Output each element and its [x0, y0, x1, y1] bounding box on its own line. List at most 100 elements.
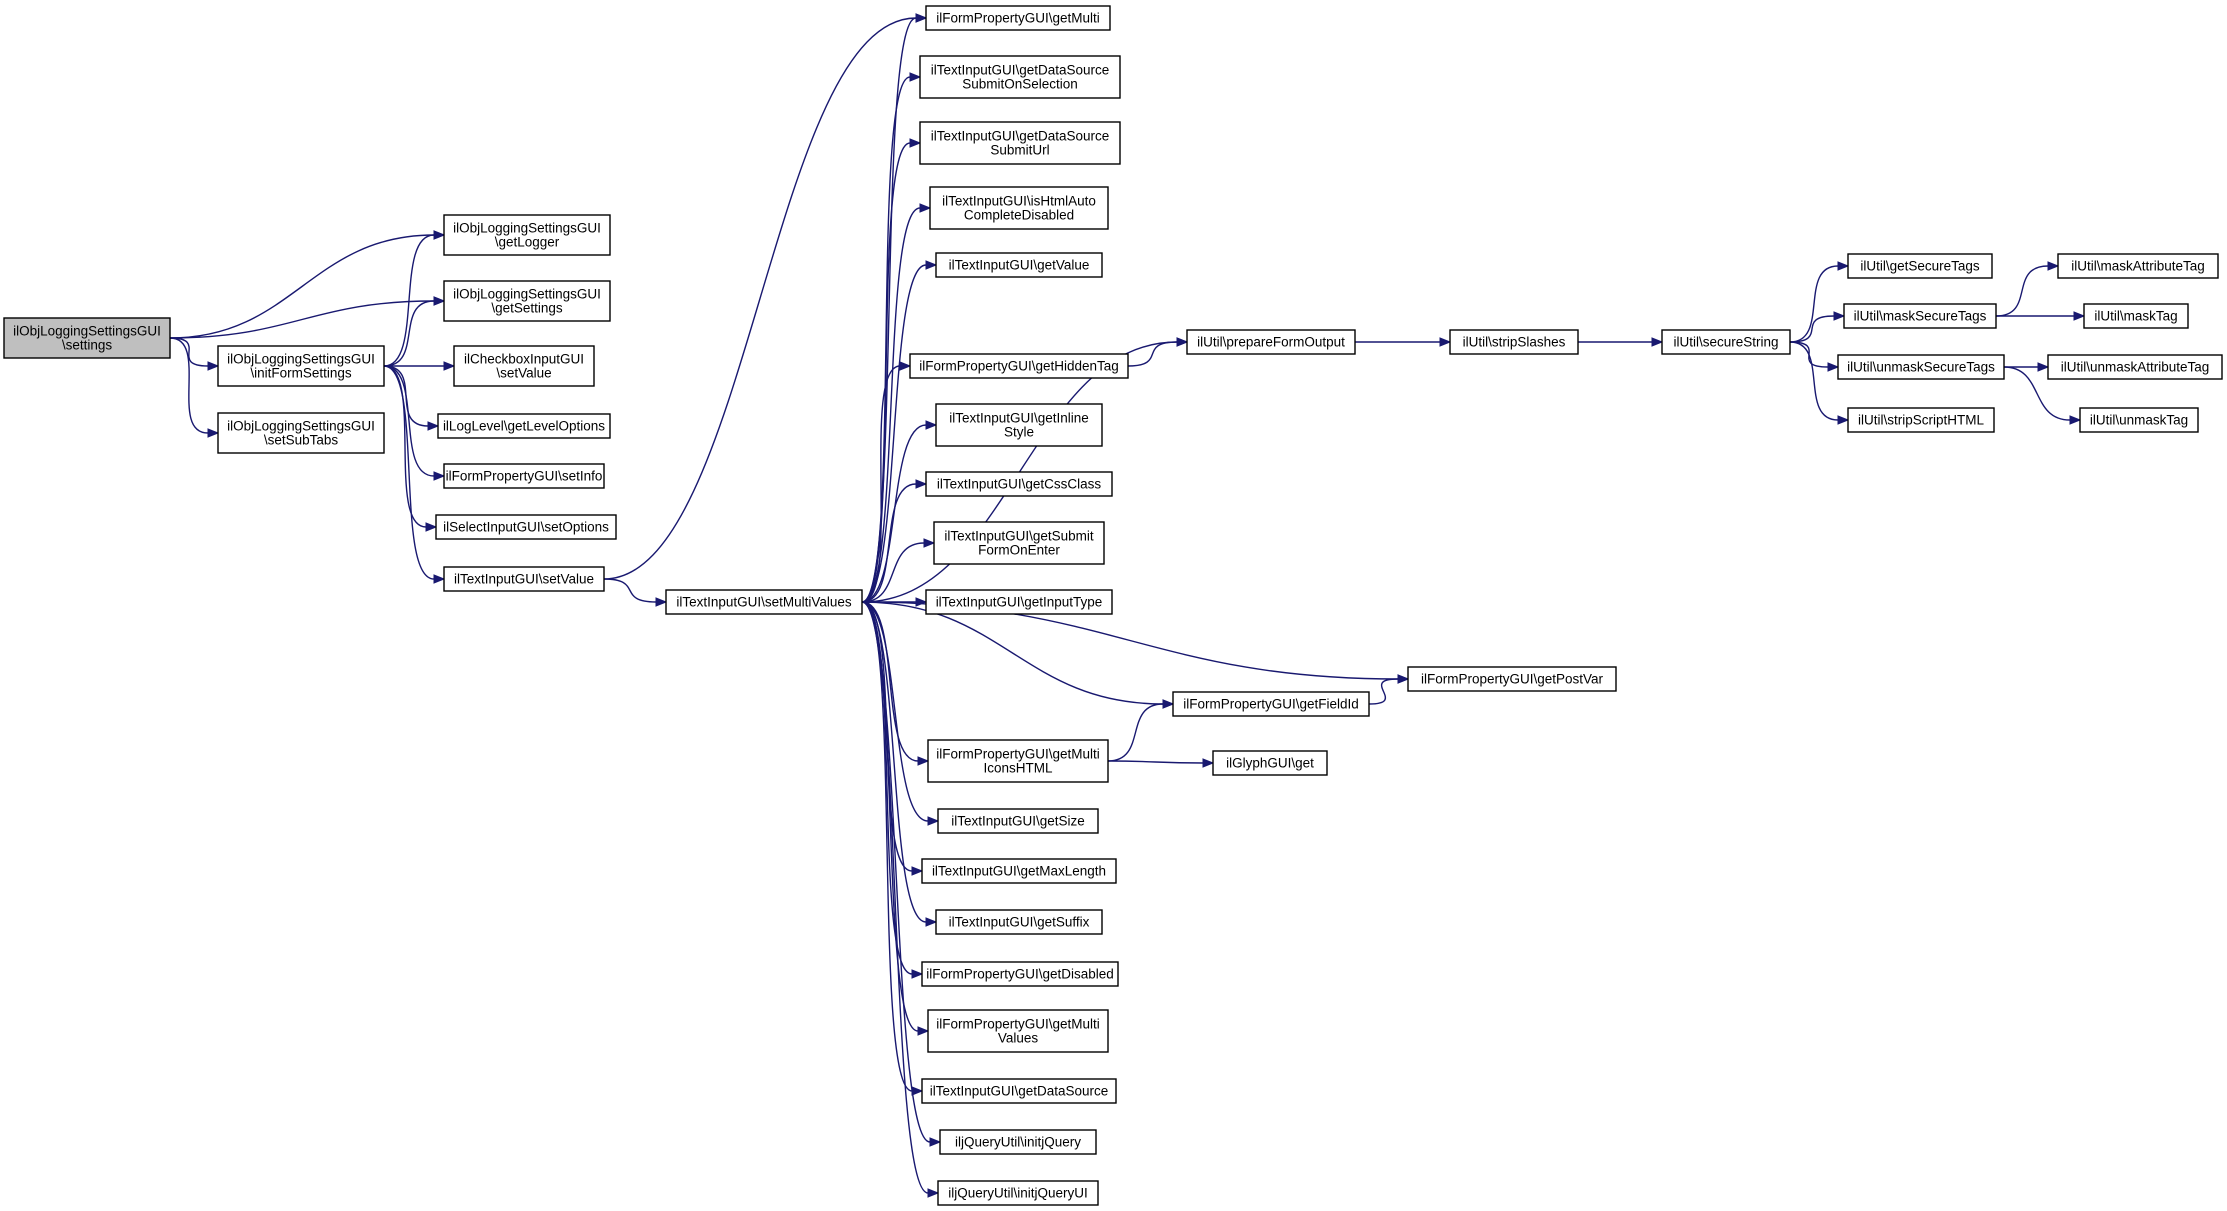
edge-setMulti-to-dsSubmitUrl [861, 138, 922, 603]
edge-initForm-to-getLogger [383, 230, 446, 367]
edge-root-to-getLogger [169, 230, 446, 339]
node-logLevel[interactable]: ilLogLevel\getLevelOptions [437, 413, 611, 439]
node-getValue[interactable]: ilTextInputGUI\getValue [935, 252, 1103, 278]
edge-arrowhead [1162, 699, 1175, 709]
node-label: \getSettings [491, 301, 563, 316]
node-label: \setValue [496, 366, 551, 381]
node-label: ilFormPropertyGUI\getHiddenTag [919, 359, 1119, 374]
node-getSize[interactable]: ilTextInputGUI\getSize [937, 808, 1099, 834]
node-cssClass[interactable]: ilTextInputGUI\getCssClass [925, 471, 1113, 497]
node-label: ilUtil\unmaskSecureTags [1847, 360, 1995, 375]
node-inputType[interactable]: ilTextInputGUI\getInputType [925, 589, 1113, 615]
edge-line [1368, 678, 1399, 705]
edge-setMulti-to-jqui [861, 601, 940, 1198]
node-glyph[interactable]: ilGlyphGUI\get [1212, 750, 1328, 776]
node-tiSetValue[interactable]: ilTextInputGUI\setValue [443, 566, 605, 592]
node-box [919, 55, 1121, 99]
node-cbSetValue[interactable]: ilCheckboxInputGUI\setValue [453, 345, 595, 387]
node-getSettings[interactable]: ilObjLoggingSettingsGUI\getSettings [443, 280, 611, 322]
node-label: ilUtil\maskAttributeTag [2071, 259, 2205, 274]
edge-setMulti-to-getValue [861, 260, 938, 603]
node-label: SubmitOnSelection [962, 77, 1078, 92]
node-setInfo[interactable]: ilFormPropertyGUI\setInfo [443, 463, 605, 489]
edge-line [861, 601, 927, 923]
node-maxLength[interactable]: ilTextInputGUI\getMaxLength [921, 858, 1117, 884]
edge-arrowhead [207, 428, 220, 438]
node-box [665, 589, 863, 615]
node-stripScript[interactable]: ilUtil\stripScriptHTML [1847, 407, 1995, 433]
node-label: iljQueryUtil\initjQuery [955, 1135, 1081, 1150]
edge-arrowhead [433, 574, 446, 584]
node-setMulti[interactable]: ilTextInputGUI\setMultiValues [665, 589, 863, 615]
node-setSubTabs[interactable]: ilObjLoggingSettingsGUI\setSubTabs [217, 412, 385, 454]
edge-arrowhead [929, 1137, 942, 1147]
edge-initForm-to-setInfo [383, 365, 446, 481]
node-maskSec[interactable]: ilUtil\maskSecureTags [1843, 303, 1997, 329]
node-label: ilFormPropertyGUI\getMulti [936, 747, 1100, 762]
node-root[interactable]: ilObjLoggingSettingsGUI\settings [3, 317, 171, 359]
node-setOptions[interactable]: ilSelectInputGUI\setOptions [435, 514, 617, 540]
node-box [939, 1129, 1097, 1155]
node-box [937, 1180, 1099, 1206]
node-label: ilFormPropertyGUI\setInfo [446, 469, 603, 484]
edge-arrowhead [925, 420, 938, 430]
edge-arrowhead [2047, 261, 2060, 271]
edge-root-to-initForm [169, 337, 220, 371]
node-label: ilUtil\getSecureTags [1860, 259, 1980, 274]
edge-line [603, 578, 657, 603]
node-secure[interactable]: ilUtil\secureString [1661, 329, 1791, 355]
node-box [927, 739, 1109, 783]
node-label: ilUtil\maskTag [2094, 309, 2177, 324]
node-initForm[interactable]: ilObjLoggingSettingsGUI\initFormSettings [217, 345, 385, 387]
node-label: \getLogger [495, 235, 560, 250]
node-jqui[interactable]: iljQueryUtil\initjQueryUI [937, 1180, 1099, 1206]
node-disabled[interactable]: ilFormPropertyGUI\getDisabled [921, 961, 1119, 987]
node-label: ilTextInputGUI\getCssClass [937, 477, 1102, 492]
node-box [217, 345, 385, 387]
node-box [935, 403, 1103, 447]
node-unmaskTag[interactable]: ilUtil\unmaskTag [2079, 407, 2199, 433]
node-label: ilTextInputGUI\setValue [454, 572, 594, 587]
node-dsSubmitSel[interactable]: ilTextInputGUI\getDataSourceSubmitOnSele… [919, 55, 1121, 99]
edge-line [861, 142, 911, 603]
node-prepForm[interactable]: ilUtil\prepareFormOutput [1186, 329, 1356, 355]
node-strip[interactable]: ilUtil\stripSlashes [1449, 329, 1579, 355]
edge-line [169, 337, 209, 367]
edge-line [861, 264, 927, 603]
node-suffix[interactable]: ilTextInputGUI\getSuffix [935, 909, 1103, 935]
node-label: ilObjLoggingSettingsGUI [227, 352, 375, 367]
node-maskTag[interactable]: ilUtil\maskTag [2083, 303, 2189, 329]
edge-arrowhead [917, 756, 930, 766]
node-label: ilTextInputGUI\getDataSource [931, 129, 1110, 144]
node-label: IconsHTML [983, 761, 1053, 776]
node-getLogger[interactable]: ilObjLoggingSettingsGUI\getLogger [443, 214, 611, 256]
node-maskAttr[interactable]: ilUtil\maskAttributeTag [2057, 253, 2219, 279]
node-unmaskAttr[interactable]: ilUtil\unmaskAttributeTag [2047, 354, 2223, 380]
edge-line [169, 234, 435, 339]
node-unmaskSec[interactable]: ilUtil\unmaskSecureTags [1837, 354, 2005, 380]
edge-arrowhead [917, 1026, 930, 1036]
edge-initForm-to-tiSetValue [383, 365, 446, 584]
node-htmlAuto[interactable]: ilTextInputGUI\isHtmlAutoCompleteDisable… [929, 186, 1109, 230]
edge-line [861, 601, 919, 762]
node-getMulti[interactable]: ilFormPropertyGUI\getMulti [925, 5, 1111, 31]
node-dataSource[interactable]: ilTextInputGUI\getDataSource [921, 1078, 1117, 1104]
edge-arrowhead [1176, 337, 1189, 347]
node-jq[interactable]: iljQueryUtil\initjQuery [939, 1129, 1097, 1155]
node-label: ilCheckboxInputGUI [464, 352, 584, 367]
node-box [1847, 253, 1993, 279]
node-postVar[interactable]: ilFormPropertyGUI\getPostVar [1407, 666, 1617, 692]
node-hiddenTag[interactable]: ilFormPropertyGUI\getHiddenTag [909, 353, 1129, 379]
edge-line [1127, 341, 1178, 367]
node-box [435, 514, 617, 540]
edge-maskSec-to-maskTag [1995, 311, 2086, 321]
node-getSecTags[interactable]: ilUtil\getSecureTags [1847, 253, 1993, 279]
node-fieldId[interactable]: ilFormPropertyGUI\getFieldId [1172, 691, 1370, 717]
edge-setMulti-to-dataSource [861, 601, 924, 1096]
edge-arrowhead [1837, 415, 1850, 425]
